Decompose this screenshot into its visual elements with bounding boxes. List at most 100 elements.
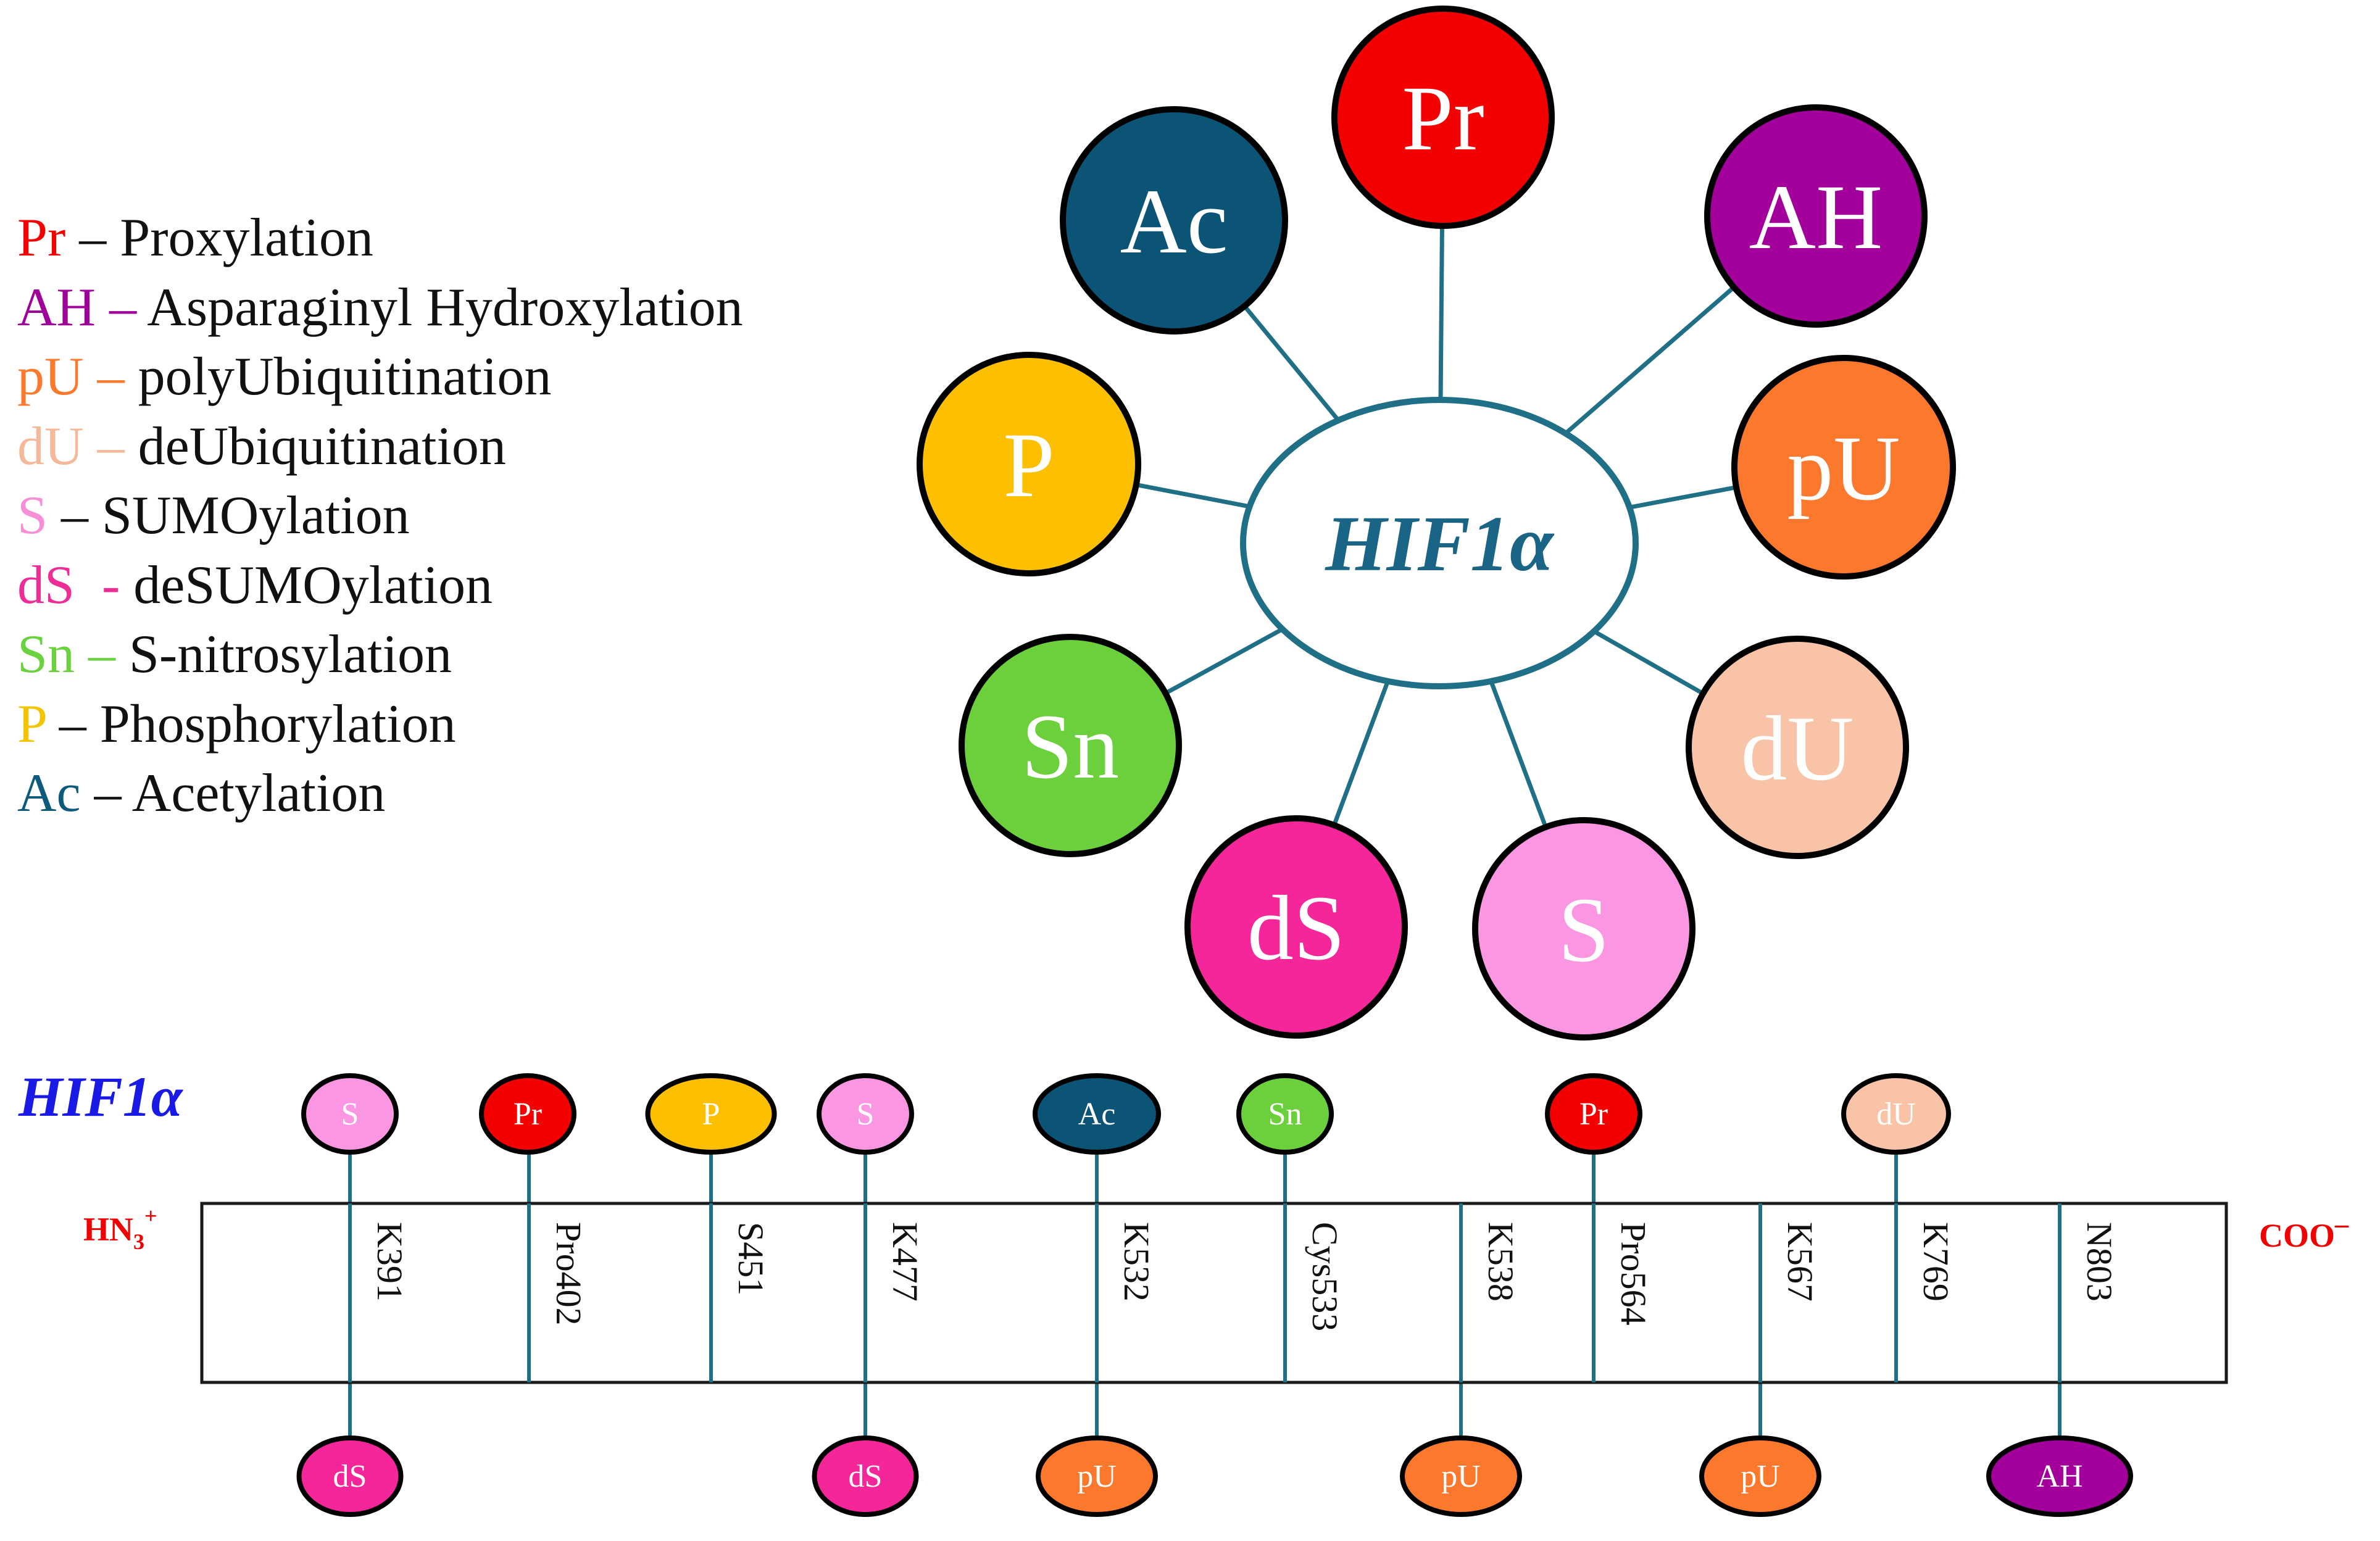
site-badge-ah	[1986, 1435, 2133, 1517]
site-badge-pr	[479, 1073, 576, 1155]
hub-connector-du	[1592, 629, 1704, 696]
legend-separator: -	[74, 555, 134, 615]
site-badge-label: Ac	[1078, 1097, 1116, 1132]
hub-label: HIF1α	[1325, 500, 1555, 588]
legend-item-desumoylation: dS - deSUMOylation	[17, 551, 743, 621]
c-terminus-superscript: –	[2334, 1209, 2349, 1239]
residue-label: K567	[1780, 1222, 1820, 1302]
legend-label: Phosphorylation	[99, 694, 456, 754]
hub-connector-ds	[1332, 680, 1390, 826]
legend-abbr: Ac	[17, 763, 81, 823]
legend-label: Acetylation	[131, 763, 386, 823]
site-badge-pu	[1699, 1435, 1821, 1517]
site-badge-label: S	[341, 1097, 359, 1132]
hub-ellipse	[1240, 397, 1639, 689]
petal-circle-p	[917, 352, 1141, 576]
c-terminus-base: COO	[2259, 1217, 2335, 1254]
site-badge-s	[301, 1073, 399, 1155]
petal-circle-pu	[1731, 355, 1956, 579]
legend-abbr: Pr	[17, 208, 66, 268]
residue-label: Pro564	[1613, 1222, 1654, 1326]
legend-separator: –	[45, 694, 100, 754]
legend-item-asparaginyl-hydroxylation: AH – Asparaginyl Hydroxylation	[17, 273, 743, 343]
hub-connector-pr	[1438, 225, 1444, 401]
legend-item-phosphorylation: P – Phosphorylation	[17, 690, 743, 760]
legend-separator: –	[83, 347, 138, 407]
petal-circle-s	[1472, 817, 1696, 1040]
protein-bar	[200, 1202, 2228, 1384]
legend-label: polyUbiquitination	[138, 347, 552, 407]
legend-abbr: AH	[17, 277, 96, 338]
petal-label-pu: pU	[1787, 417, 1900, 520]
residue-label: Cys533	[1305, 1222, 1345, 1331]
legend-label: S-nitrosylation	[128, 625, 452, 684]
residue-label: N803	[2079, 1222, 2120, 1302]
petal-label-s: S	[1558, 879, 1609, 981]
legend-label: deSUMOylation	[133, 555, 493, 615]
site-badge-label: pU	[1741, 1459, 1780, 1494]
n-terminus-subscript: 3	[133, 1229, 144, 1254]
site-badge-label: pU	[1441, 1459, 1481, 1494]
site-badge-pu	[1036, 1435, 1158, 1517]
site-badge-label: pU	[1077, 1459, 1117, 1494]
legend-item-proxylation: Pr – Proxylation	[17, 204, 743, 273]
legend-abbr: pU	[17, 347, 84, 407]
petal-circle-sn	[959, 634, 1182, 857]
legend-abbr: S	[17, 486, 48, 546]
legend-item-polyubiquitination: pU – polyUbiquitination	[17, 343, 743, 412]
residue-label: S451	[731, 1222, 771, 1295]
site-badge-du	[1841, 1073, 1951, 1155]
legend-label: Proxylation	[120, 208, 373, 268]
legend-label: SUMOylation	[101, 486, 410, 546]
site-badge-label: dS	[333, 1459, 367, 1494]
petal-label-p: P	[1003, 414, 1054, 517]
site-badge-ds	[296, 1435, 404, 1517]
petal-label-ac: Ac	[1120, 170, 1228, 273]
legend-separator: –	[83, 416, 138, 476]
n-terminus-label: HN3+	[83, 1203, 157, 1254]
legend-label: Asparaginyl Hydroxylation	[147, 277, 743, 338]
residue-label: K391	[370, 1222, 410, 1302]
n-terminus-superscript: +	[144, 1203, 157, 1228]
legend-item-s-nitrosylation: Sn – S-nitrosylation	[17, 620, 743, 690]
legend-abbr: P	[17, 694, 46, 754]
petal-label-du: dU	[1741, 697, 1854, 800]
legend-abbr: dU	[17, 416, 84, 476]
petal-label-ds: dS	[1247, 877, 1345, 979]
site-badge-p	[645, 1073, 777, 1155]
c-terminus-label: COO–	[2259, 1209, 2349, 1254]
residue-label: K477	[885, 1222, 925, 1302]
legend-separator: –	[65, 208, 120, 268]
petal-circle-pr	[1331, 6, 1555, 229]
site-badge-sn	[1236, 1073, 1334, 1155]
site-badge-ds	[812, 1435, 919, 1517]
legend-separator: –	[80, 763, 132, 823]
hub-connector-ac	[1242, 304, 1341, 422]
n-terminus-base: HN	[83, 1211, 133, 1248]
residue-label: K532	[1117, 1222, 1157, 1302]
site-badge-ac	[1033, 1073, 1161, 1155]
petal-circle-ds	[1184, 815, 1408, 1039]
site-badge-label: dU	[1876, 1097, 1916, 1132]
hub-connector-pu	[1629, 485, 1737, 510]
legend-separator: –	[47, 486, 102, 546]
petal-circle-du	[1686, 636, 1909, 859]
site-badge-label: S	[857, 1097, 875, 1132]
petal-label-pr: Pr	[1402, 67, 1484, 170]
site-badge-label: Pr	[514, 1097, 542, 1132]
petal-label-ah: AH	[1749, 166, 1883, 268]
hub-connector-ah	[1564, 285, 1736, 435]
legend-item-deubiquitination: dU – deUbiquitination	[17, 412, 743, 482]
legend-item-acetylation: Ac – Acetylation	[17, 759, 743, 829]
legend-item-sumoylation: S – SUMOylation	[17, 481, 743, 551]
site-badge-pr	[1545, 1073, 1642, 1155]
residue-label: Pro402	[549, 1222, 589, 1326]
hub-connector-sn	[1164, 627, 1284, 696]
petal-circle-ah	[1704, 104, 1928, 328]
site-badge-label: P	[702, 1097, 720, 1132]
site-badge-label: dS	[849, 1459, 883, 1494]
site-badge-pu	[1400, 1435, 1522, 1517]
